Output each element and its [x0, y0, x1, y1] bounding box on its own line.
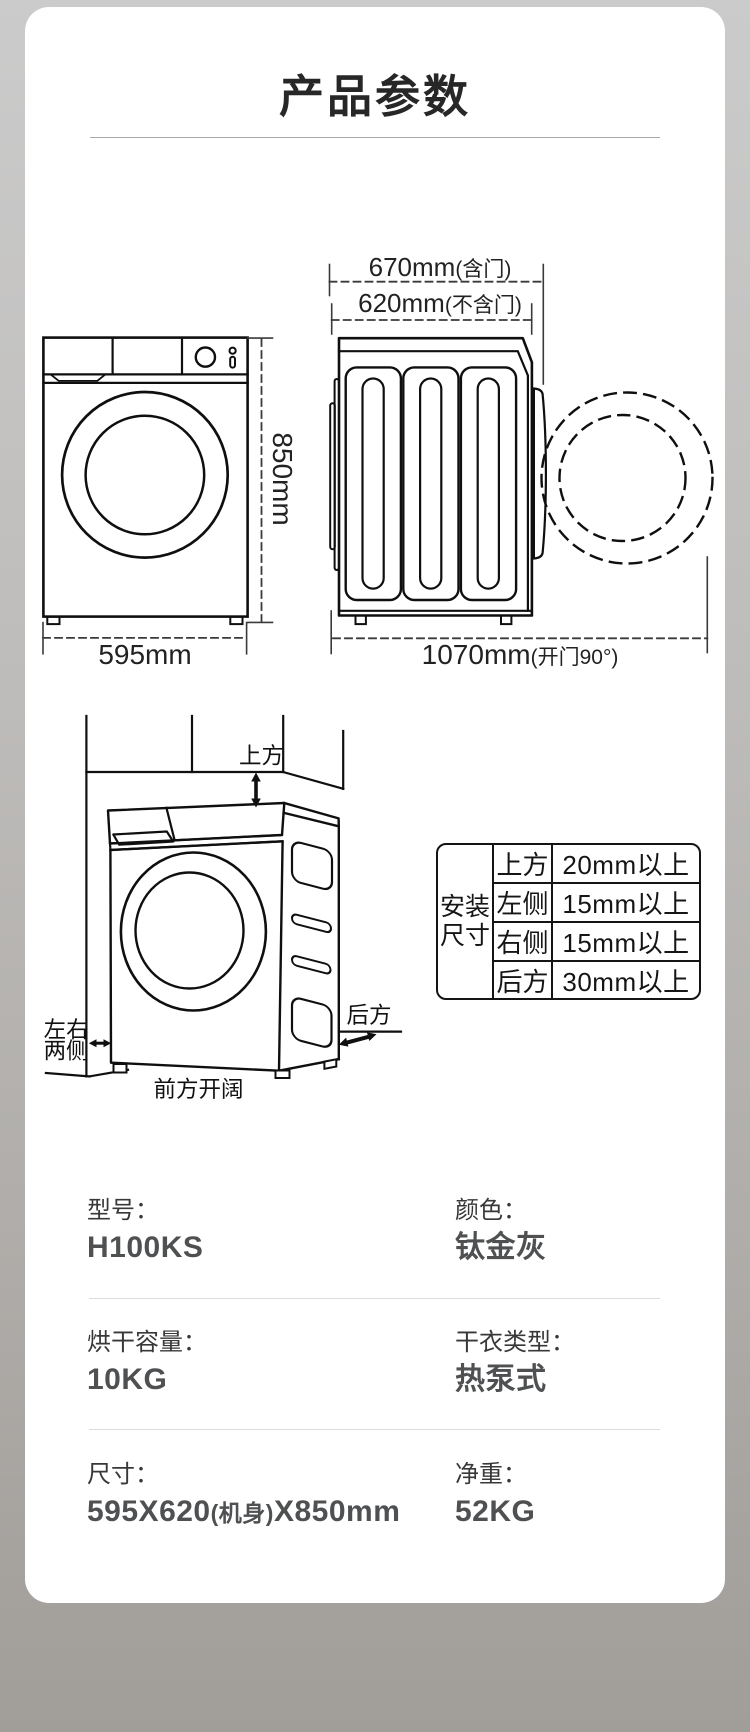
spec-value: 595X620(机身)X850mm [87, 1495, 400, 1530]
arrow-up-icon [251, 772, 261, 782]
arrow-down-icon [251, 798, 261, 808]
spec-value: 52KG [455, 1495, 536, 1528]
spec-divider-2 [89, 1428, 660, 1430]
spec-label: 型号： [87, 1197, 159, 1224]
spec-value: 10KG [87, 1363, 168, 1396]
spec-label: 净重： [455, 1461, 527, 1488]
install-view-alcove [44, 714, 345, 1078]
spec-cell: 烘干容量： 10KG [87, 1328, 207, 1397]
arrow-left-icon [88, 1039, 97, 1048]
open-door-depth-label: 1070mm(开门90°) [422, 639, 619, 670]
arrow-rear-right-icon [366, 1032, 377, 1041]
front-view-dimensions [42, 337, 274, 655]
arrow-rear-left-icon [338, 1037, 349, 1047]
sides-clearance-label-line2: 两侧 [44, 1039, 89, 1064]
side-door [532, 387, 548, 560]
door-swing-inner-circle [558, 413, 687, 543]
spec-value: 钛金灰 [455, 1231, 547, 1264]
install-table-position: 上方 [494, 845, 553, 882]
spec-divider-1 [89, 1297, 660, 1299]
title-divider [90, 137, 660, 138]
spec-value-part: X850mm [273, 1495, 401, 1528]
spec-label: 烘干容量： [87, 1329, 207, 1356]
top-clearance-label: 上方 [239, 744, 284, 769]
spec-value: H100KS [87, 1231, 204, 1264]
spec-label: 颜色： [455, 1197, 527, 1224]
install-table-row: 左侧 15mm以上 [494, 882, 699, 921]
spec-label: 干衣类型： [455, 1329, 575, 1356]
width-dimension-label: 595mm [98, 639, 191, 670]
spec-cell: 干衣类型： 热泵式 [455, 1328, 575, 1397]
page-title: 产品参数 [278, 71, 471, 122]
depth-with-door-label: 670mm(含门) [369, 252, 512, 282]
front-view-drawing [42, 336, 249, 626]
side-view-dimensions [328, 263, 709, 655]
install-table-clearance: 15mm以上 [562, 928, 690, 958]
spec-value: 热泵式 [455, 1363, 547, 1396]
product-parameters-card [25, 7, 725, 1603]
install-table-clearance: 15mm以上 [562, 889, 690, 919]
spec-label: 尺寸： [87, 1461, 159, 1488]
install-table-row: 右侧 15mm以上 [494, 921, 699, 960]
install-table-position: 右侧 [494, 923, 553, 960]
height-dimension-label: 850mm [267, 432, 298, 525]
install-table-position: 左侧 [494, 884, 553, 921]
install-table-clearance: 20mm以上 [562, 850, 690, 880]
sides-clearance-label-line1: 左右 [44, 1018, 89, 1043]
depth-without-door-label: 620mm(不含门) [358, 288, 522, 318]
install-table-header: 安装 尺寸 [438, 845, 494, 998]
rear-clearance-label: 后方 [346, 1003, 391, 1028]
install-table-clearance: 30mm以上 [562, 967, 690, 997]
install-table-row: 后方 30mm以上 [494, 960, 699, 999]
door-swing-outer-circle [540, 391, 714, 565]
spec-cell: 颜色： 钛金灰 [455, 1196, 547, 1265]
install-view-machine [106, 801, 341, 1079]
spec-value-part: 595X620 [87, 1495, 211, 1528]
spec-cell: 型号： H100KS [87, 1196, 203, 1265]
power-icon [228, 346, 237, 355]
arrow-right-icon [103, 1039, 112, 1048]
knob-icon [194, 346, 217, 368]
spec-cell: 净重： 52KG [455, 1460, 535, 1529]
door-inner-circle [84, 414, 206, 536]
spec-value-part: (机身) [210, 1500, 274, 1526]
side-view-drawing [329, 336, 714, 626]
door-outer-circle [60, 390, 230, 559]
front-open-label: 前方开阔 [153, 1077, 243, 1102]
install-view-annotations [88, 772, 403, 1048]
spec-cell: 尺寸： 595X620(机身)X850mm [87, 1460, 400, 1530]
install-table-position: 后方 [494, 962, 553, 999]
install-table-row: 上方 20mm以上 [494, 845, 699, 882]
